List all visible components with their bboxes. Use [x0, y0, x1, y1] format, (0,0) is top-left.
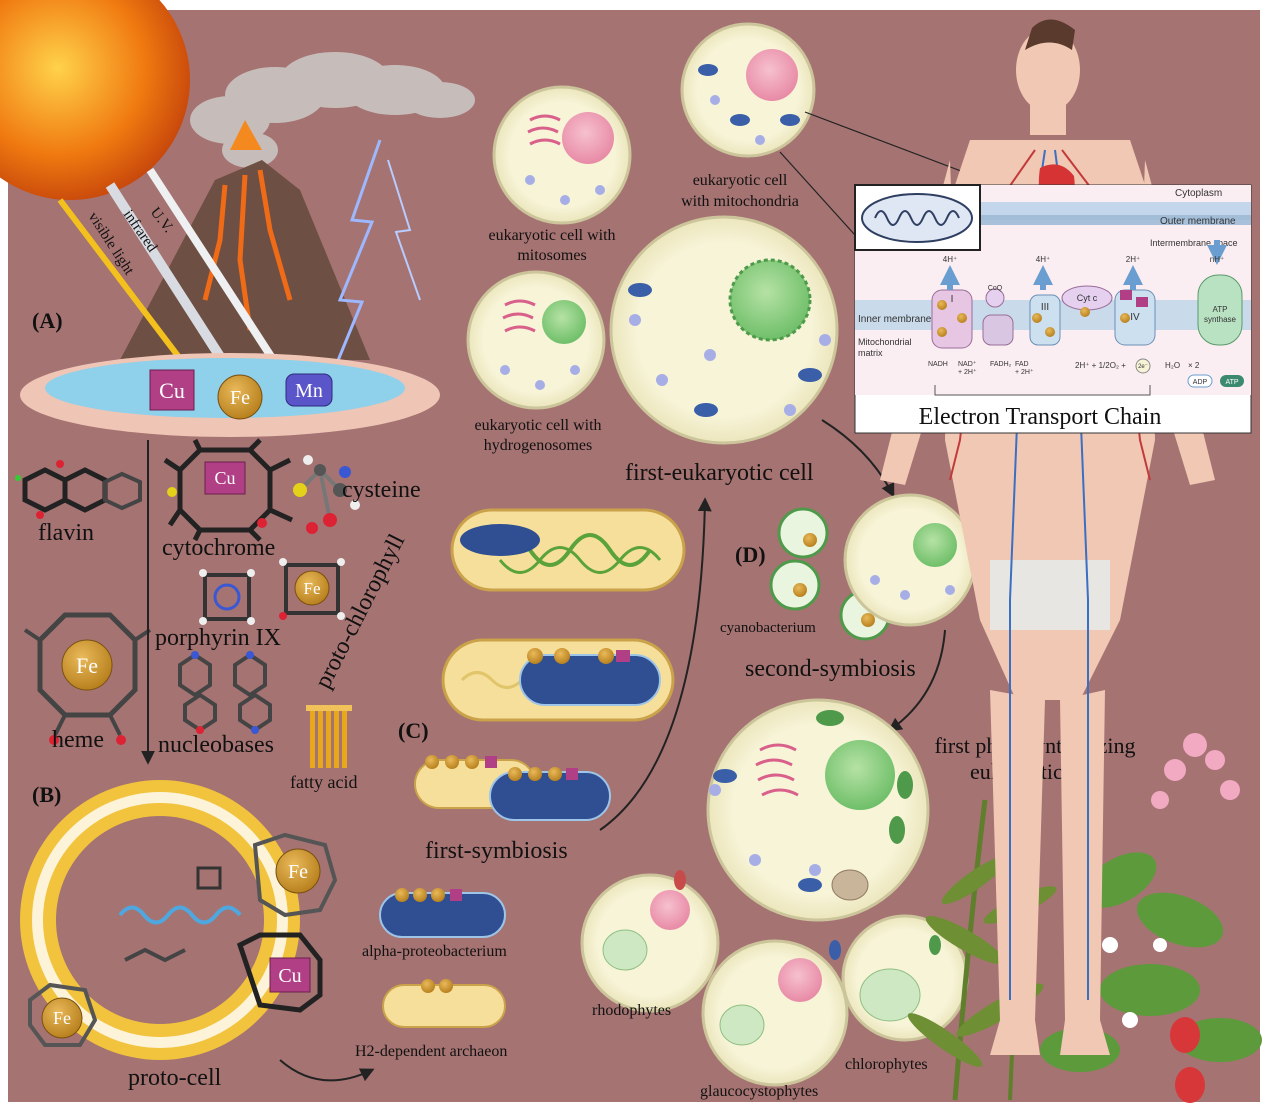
alpha-proteobacterium-label: alpha-proteobacterium: [362, 943, 507, 960]
protocell-label: proto-cell: [128, 1065, 222, 1091]
underwear: [990, 560, 1110, 630]
water-label: H₂O: [1165, 361, 1180, 370]
cyanobacterium-label: cyanobacterium: [720, 620, 816, 636]
etc-panel: Cytoplasm Outer membrane Intermembrane s…: [855, 185, 1251, 433]
complex-iii-label: III: [1041, 302, 1049, 313]
panel-b-label: (B): [32, 782, 61, 807]
two-electrons: 2e⁻: [1138, 364, 1148, 370]
cell-with-mitochondria: [682, 24, 814, 156]
protocell-fe2-label: Fe: [53, 1008, 71, 1028]
second-symbiosis-label: second-symbiosis: [745, 656, 916, 682]
h2-archaeon-label: H2-dependent archaeon: [355, 1043, 507, 1060]
first-symbiosis-label: first-symbiosis: [425, 838, 568, 864]
fe-label: Fe: [230, 387, 250, 409]
rhodophytes-label: rhodophytes: [592, 1002, 671, 1019]
h-plus-1: 4H⁺: [943, 255, 957, 264]
protocell-cu-label: Cu: [278, 965, 301, 987]
heme-fe-label: Fe: [76, 653, 98, 678]
etc-title: Electron Transport Chain: [919, 404, 1162, 430]
porphyrin-fe-label: Fe: [304, 579, 321, 598]
fatty-acid-label: fatty acid: [290, 772, 357, 792]
h-plus-2: 4H⁺: [1036, 255, 1050, 264]
cytochrome-cu-label: Cu: [214, 468, 235, 488]
cysteine-label: cysteine: [342, 477, 421, 503]
cytochrome-label: cytochrome: [162, 535, 275, 561]
coq-label: CoQ: [988, 285, 1003, 292]
etc-inner-label: Inner membrane: [858, 314, 932, 325]
o2-equation: 2H⁺ + 1/2O₂ +: [1075, 361, 1126, 370]
flavin-label: flavin: [38, 520, 94, 546]
adp-label: ADP: [1193, 379, 1208, 386]
glaucocystophytes-label: glaucocystophytes: [700, 1083, 818, 1100]
cu-label: Cu: [159, 378, 185, 403]
fatty-acid-molecule: [306, 705, 352, 768]
nucleobases-label: nucleobases: [158, 732, 274, 758]
mn-label: Mn: [295, 380, 323, 402]
panel-d-label: (D): [735, 542, 766, 567]
complex-iv-label: IV: [1130, 312, 1140, 323]
panel-a-label: (A): [32, 308, 63, 333]
complex-i-label: I: [951, 294, 954, 305]
atp-label: ATP: [1225, 379, 1238, 386]
first-eukaryotic-cell: [611, 217, 837, 443]
porphyrin-label: porphyrin IX: [155, 625, 281, 651]
times-two: × 2: [1188, 361, 1200, 370]
fadh-label: FADH₂: [990, 361, 1012, 368]
etc-cytoplasm-label: Cytoplasm: [1175, 188, 1222, 199]
first-eukaryotic-label: first-eukaryotic cell: [625, 460, 814, 486]
panel-c-label: (C): [398, 718, 429, 743]
second-symbiosis-host-cell: [845, 495, 975, 625]
h-plus-4: nH⁺: [1210, 255, 1224, 264]
protocell-fe-label: Fe: [288, 861, 308, 883]
nadh-label: NADH: [928, 361, 948, 368]
etc-outer-label: Outer membrane: [1160, 216, 1236, 227]
h-plus-3: 2H⁺: [1126, 255, 1140, 264]
chlorophytes-label: chlorophytes: [845, 1056, 928, 1073]
heme-label: heme: [52, 727, 104, 753]
rhodophyte-cell: [582, 875, 718, 1011]
cytc-label: Cyt c: [1077, 293, 1098, 303]
